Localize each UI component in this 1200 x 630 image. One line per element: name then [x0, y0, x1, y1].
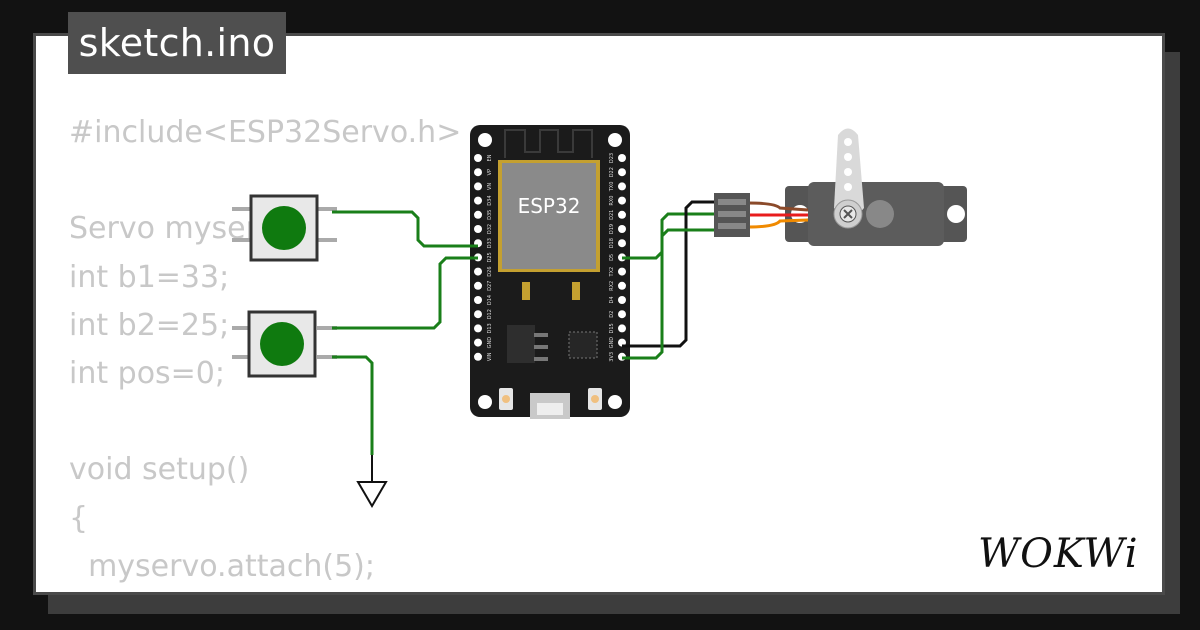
esp32-pin-label: D33 [487, 238, 493, 248]
esp32-pin[interactable] [618, 267, 626, 276]
esp32-pin-label: D25 [487, 252, 493, 262]
esp32-pin[interactable] [618, 225, 626, 233]
button-cap-top[interactable] [262, 206, 306, 250]
esp32-pin[interactable] [618, 196, 626, 205]
esp32-pin-label: D12 [487, 309, 493, 319]
esp32-pin[interactable] [474, 168, 482, 177]
pushbutton-bottom[interactable] [232, 310, 337, 378]
code-line: int pos=0; [69, 355, 226, 391]
esp32-pin-label: GND [609, 337, 615, 349]
esp32-pin-label: D14 [487, 295, 493, 305]
esp32-pin-label: D35 [487, 210, 493, 220]
esp32-pin-label: D21 [609, 210, 615, 220]
esp32-pin-label: TX2 [609, 267, 615, 278]
esp32-pin-label: D32 [487, 224, 493, 234]
code-line: { [69, 500, 89, 536]
code-background: #include<ESP32Servo.h>Servo myservo;int … [69, 109, 462, 592]
esp32-pin-label: D5 [609, 254, 615, 261]
code-line: int b2=25; [69, 307, 230, 343]
esp32-pin[interactable] [618, 281, 626, 290]
button-cap-bottom[interactable] [260, 322, 304, 366]
code-line: myservo.attach(5); [69, 548, 375, 584]
ground-icon [356, 455, 388, 508]
esp32-pin-label: D26 [487, 266, 493, 276]
sketch-filename-tab[interactable]: sketch.ino [68, 12, 286, 74]
pushbutton-top[interactable] [232, 194, 337, 262]
esp32-pin-label: VIN [487, 352, 493, 361]
code-line: #include<ESP32Servo.h> [69, 115, 462, 150]
esp32-pin[interactable] [474, 267, 482, 276]
esp32-pin[interactable] [474, 338, 482, 347]
code-line: int b1=33; [69, 259, 230, 295]
esp32-pin-label: TX0 [609, 182, 615, 193]
esp32-pin[interactable] [618, 168, 626, 177]
esp32-pin-label: D22 [609, 167, 615, 177]
wokwi-logo: WOKWi [978, 531, 1139, 577]
esp32-pin-label: D15 [609, 323, 615, 333]
esp32-chip-label: ESP32 [518, 194, 581, 218]
esp32-pin-label: D19 [609, 224, 615, 234]
esp32-pin[interactable] [618, 239, 626, 248]
esp32-pin[interactable] [618, 324, 626, 333]
wires [332, 200, 716, 455]
esp32-pin[interactable] [474, 182, 482, 191]
svg-text:WOKWi: WOKWi [978, 531, 1139, 577]
servo-motor[interactable] [714, 128, 967, 247]
esp32-pin-label: VP [487, 169, 493, 175]
esp32-pin-label: D4 [609, 296, 615, 303]
esp32-pin[interactable] [618, 210, 626, 219]
esp32-pin-label: D27 [487, 281, 493, 291]
esp32-pin[interactable] [474, 324, 482, 333]
esp32-pin-label: D2 [609, 311, 615, 318]
code-line: void setup() [69, 452, 250, 488]
esp32-pin[interactable] [618, 310, 626, 319]
esp32-pin[interactable] [474, 196, 482, 205]
esp32-pin-label: D34 [487, 195, 493, 205]
esp32-pin-label: EN [487, 154, 493, 161]
esp32-pin-label: VN [487, 183, 493, 190]
esp32-pin[interactable] [474, 210, 482, 219]
esp32-pin[interactable] [618, 296, 626, 304]
esp32-pin-label: RX0 [609, 196, 615, 206]
esp32-pin[interactable] [474, 281, 482, 290]
esp32-pin[interactable] [474, 154, 482, 162]
esp32-pin-label: RX2 [609, 281, 615, 291]
esp32-pin[interactable] [618, 182, 626, 191]
esp32-board[interactable]: ESP32 [470, 125, 630, 419]
esp32-pin[interactable] [474, 310, 482, 319]
esp32-pin-label: GND [487, 337, 493, 349]
esp32-pin[interactable] [474, 352, 482, 361]
esp32-pin[interactable] [474, 296, 482, 304]
esp32-pin-label: 3V3 [609, 352, 615, 362]
esp32-pin[interactable] [618, 154, 626, 162]
esp32-pin-label: D23 [609, 153, 615, 163]
esp32-pin[interactable] [474, 225, 482, 233]
esp32-pin-label: D18 [609, 238, 615, 248]
esp32-pin-label: D13 [487, 323, 493, 333]
